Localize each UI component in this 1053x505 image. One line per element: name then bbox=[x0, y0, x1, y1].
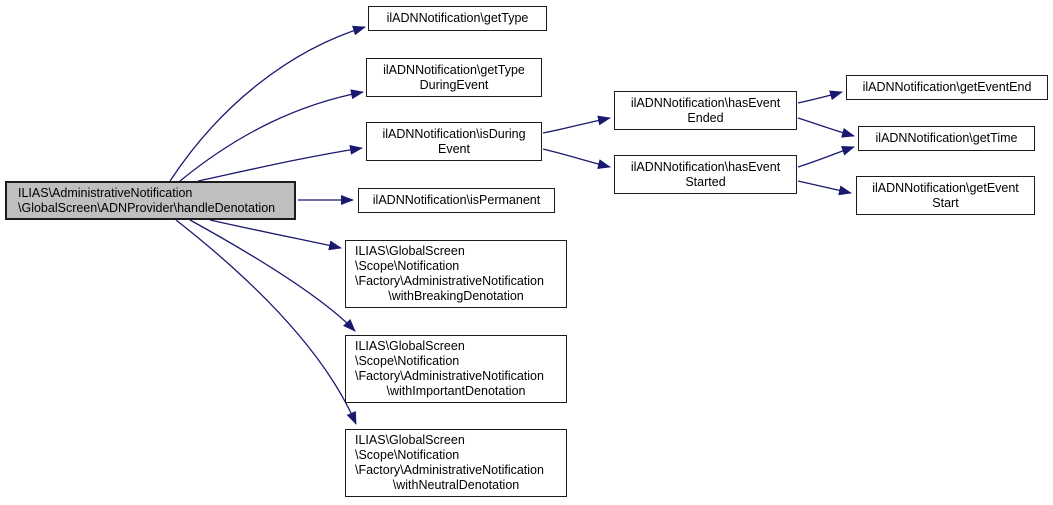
node-label-line: ilADNNotification\getEvent bbox=[872, 180, 1019, 195]
node-getType[interactable]: ilADNNotification\getType bbox=[368, 6, 547, 31]
node-withNeutralDenotation[interactable]: ILIAS\GlobalScreen \Scope\Notification \… bbox=[345, 429, 567, 497]
node-hasEventStarted[interactable]: ilADNNotification\hasEvent Started bbox=[614, 155, 797, 194]
node-handleDenotation: ILIAS\AdministrativeNotification \Global… bbox=[5, 181, 296, 220]
node-label-line: ilADNNotification\getType bbox=[383, 62, 525, 77]
node-isDuringEvent[interactable]: ilADNNotification\isDuring Event bbox=[366, 122, 542, 161]
node-getTime[interactable]: ilADNNotification\getTime bbox=[858, 126, 1035, 151]
edge-isDuringEvent-hasEventEnded bbox=[542, 115, 611, 134]
node-isPermanent[interactable]: ilADNNotification\isPermanent bbox=[358, 188, 555, 213]
node-getEventEnd[interactable]: ilADNNotification\getEventEnd bbox=[846, 75, 1048, 100]
edge-handleDenotation-getType bbox=[169, 25, 366, 182]
node-withImportantDenotation[interactable]: ILIAS\GlobalScreen \Scope\Notification \… bbox=[345, 335, 567, 403]
edge-hasEventStarted-getEventStart bbox=[797, 180, 852, 196]
edge-hasEventEnded-getTime bbox=[797, 117, 855, 138]
node-label-line: \Scope\Notification bbox=[355, 448, 460, 462]
edge-handleDenotation-getTypeDuringEvent bbox=[179, 89, 364, 182]
edge-hasEventEnded-getEventEnd bbox=[797, 90, 843, 104]
node-label-line: ILIAS\GlobalScreen bbox=[355, 433, 465, 447]
edge-handleDenotation-withNeutralDenotation bbox=[175, 219, 357, 425]
node-label-line: \withImportantDenotation bbox=[386, 384, 526, 398]
node-label-line: Event bbox=[438, 141, 470, 156]
edge-handleDenotation-withBreakingDenotation bbox=[209, 219, 342, 251]
node-label-line: \Factory\AdministrativeNotification bbox=[355, 274, 544, 288]
node-label-line: Started bbox=[685, 174, 726, 189]
node-label-line: ILIAS\GlobalScreen bbox=[355, 339, 465, 353]
node-label-line: Start bbox=[932, 195, 959, 210]
node-label-line: Ended bbox=[687, 110, 724, 125]
node-label-line: \withBreakingDenotation bbox=[388, 289, 524, 303]
node-label-line: \Factory\AdministrativeNotification bbox=[355, 463, 544, 477]
node-label-line: \Factory\AdministrativeNotification bbox=[355, 369, 544, 383]
edge-hasEventStarted-getTime bbox=[797, 146, 855, 168]
node-label-line: ILIAS\AdministrativeNotification bbox=[18, 185, 193, 200]
node-label-line: \Scope\Notification bbox=[355, 354, 460, 368]
node-label-line: ilADNNotification\hasEvent bbox=[630, 95, 781, 110]
node-label-line: ILIAS\GlobalScreen bbox=[355, 244, 465, 258]
node-getEventStart[interactable]: ilADNNotification\getEvent Start bbox=[856, 176, 1035, 215]
node-label-line: ilADNNotification\isPermanent bbox=[372, 193, 541, 207]
node-label-line: \Scope\Notification bbox=[355, 259, 460, 273]
node-withBreakingDenotation[interactable]: ILIAS\GlobalScreen \Scope\Notification \… bbox=[345, 240, 567, 308]
node-label-line: ilADNNotification\isDuring bbox=[382, 126, 526, 141]
node-label-line: \GlobalScreen\ADNProvider\handleDenotati… bbox=[18, 200, 276, 215]
node-label-line: ilADNNotification\getTime bbox=[875, 131, 1018, 145]
node-label-line: \withNeutralDenotation bbox=[392, 478, 520, 492]
node-label-line: ilADNNotification\getType bbox=[386, 11, 529, 25]
edge-handleDenotation-withImportantDenotation bbox=[189, 219, 356, 332]
node-getTypeDuringEvent[interactable]: ilADNNotification\getType DuringEvent bbox=[366, 58, 542, 97]
node-hasEventEnded[interactable]: ilADNNotification\hasEvent Ended bbox=[614, 91, 797, 130]
node-label-line: ilADNNotification\hasEvent bbox=[630, 159, 781, 174]
edge-isDuringEvent-hasEventStarted bbox=[542, 148, 611, 169]
node-label-line: ilADNNotification\getEventEnd bbox=[862, 80, 1032, 94]
node-label-line: DuringEvent bbox=[419, 77, 489, 92]
edge-handleDenotation-isDuringEvent bbox=[197, 144, 363, 182]
